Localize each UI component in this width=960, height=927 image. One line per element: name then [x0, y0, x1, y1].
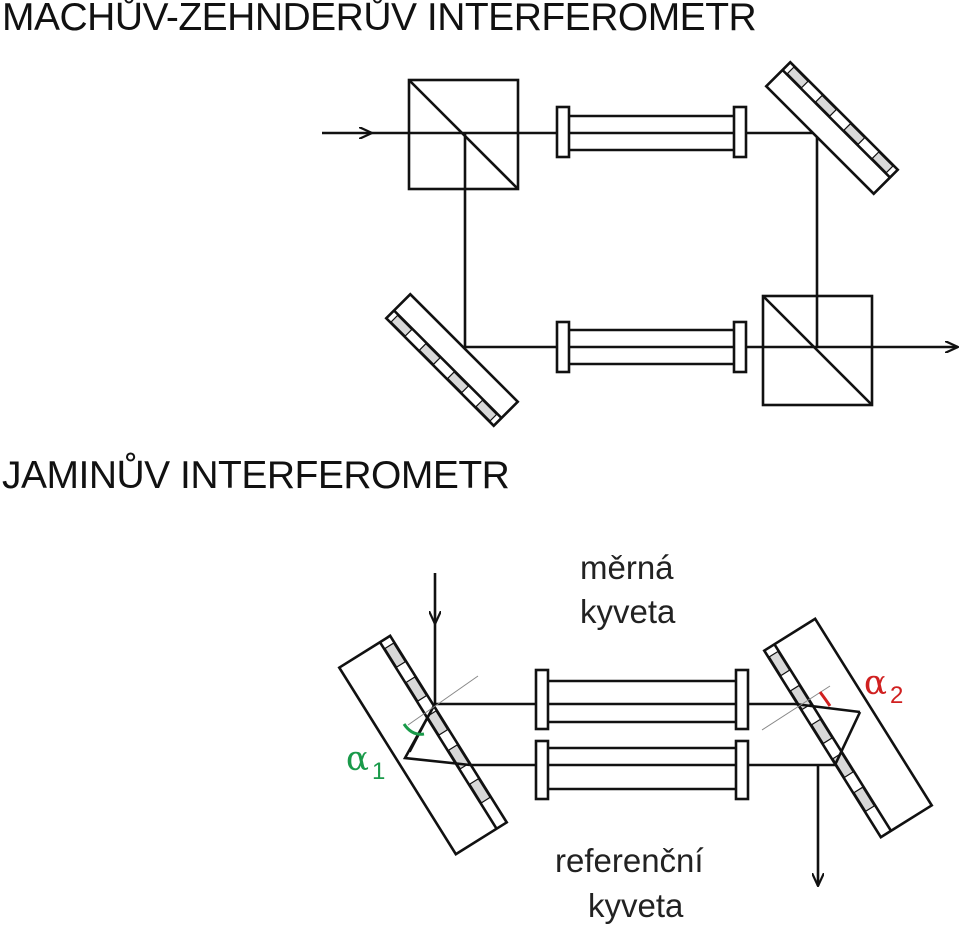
mirror-top-right [764, 60, 900, 196]
reference-cell-label-line2: kyveta [588, 887, 684, 924]
jamin-refraction-upper [409, 703, 436, 753]
beam-splitter-1 [407, 78, 520, 191]
measuring-cell-label-line1: měrná [580, 549, 674, 586]
normal-right [761, 685, 831, 731]
normal-left [407, 675, 479, 726]
mach-zehnder-title: MACHŮV-ZEHNDERŮV INTERFEROMETR [2, 0, 757, 39]
alpha1-angle-arc [402, 723, 425, 736]
reference-cell-label-line1: referenční [555, 842, 704, 879]
jamin-plate-left [337, 634, 509, 856]
measuring-cuvette [534, 668, 750, 731]
alpha1-symbol: α [346, 739, 369, 779]
mach-zehnder-diagram [322, 60, 958, 428]
jamin-diagram [337, 573, 934, 886]
alpha2-subscript: 2 [890, 682, 903, 709]
jamin-path-inside-right [833, 711, 862, 766]
beam-splitter-2 [761, 294, 874, 407]
reference-cuvette [534, 739, 750, 801]
alpha2-angle-arc [818, 691, 832, 707]
alpha2-symbol: α [864, 663, 887, 703]
jamin-title: JAMINŮV INTERFEROMETR [2, 454, 510, 497]
alpha1-subscript: 1 [372, 758, 385, 785]
cuvette-top [555, 105, 748, 159]
measuring-cell-label-line2: kyveta [580, 593, 676, 630]
jamin-beam-measuring-in-plate [794, 702, 861, 714]
jamin-plate-right [762, 617, 934, 839]
cuvette-bottom [555, 320, 748, 374]
mirror-bottom-left [384, 292, 520, 428]
